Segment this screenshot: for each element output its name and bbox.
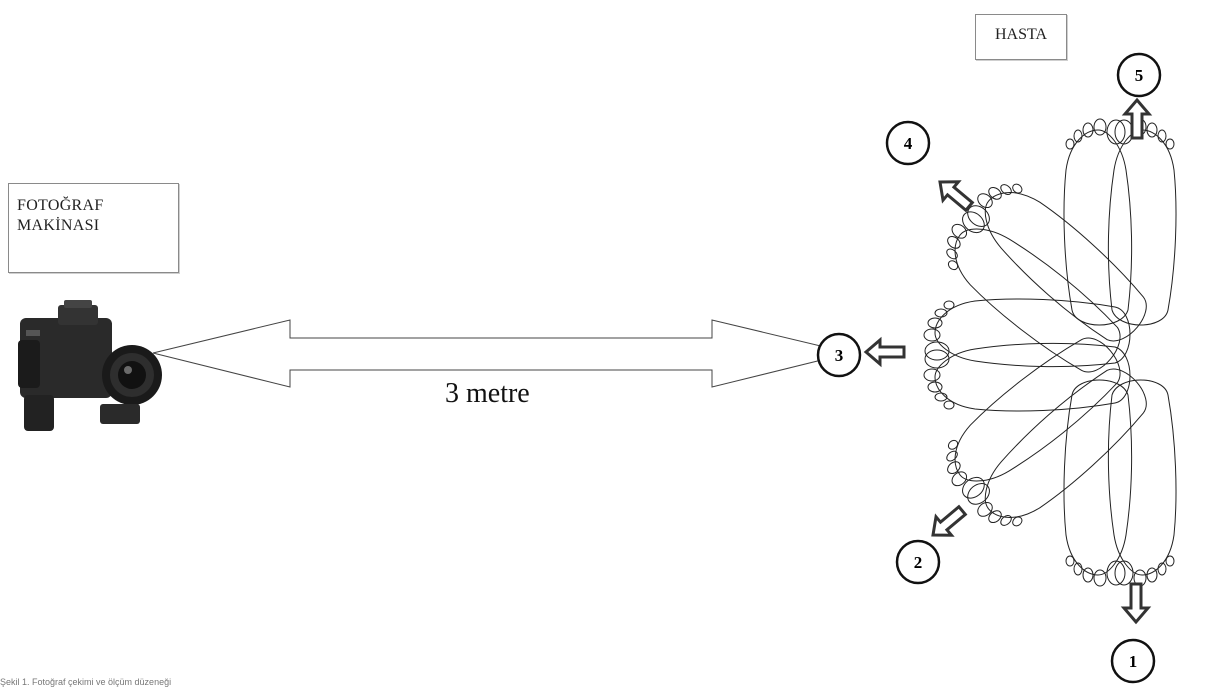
direction-arrow-4 — [930, 171, 979, 218]
camera-label-line2: MAKİNASI — [17, 217, 100, 234]
camera-label-line1: FOTOĞRAF — [17, 197, 104, 214]
patient-label-box: HASTA — [975, 14, 1067, 60]
position-marker-2: 2 — [895, 539, 941, 585]
direction-arrow-2 — [923, 499, 972, 546]
position-marker-1: 1 — [1110, 638, 1156, 684]
svg-text:3: 3 — [835, 346, 844, 365]
direction-arrow-5 — [1123, 98, 1151, 140]
figure-caption: Şekil 1. Fotoğraf çekimi ve ölçüm düzene… — [0, 677, 172, 687]
svg-text:4: 4 — [904, 134, 913, 153]
patient-label: HASTA — [994, 26, 1048, 43]
svg-text:5: 5 — [1135, 66, 1144, 85]
direction-arrow-1 — [1122, 582, 1150, 624]
distance-label: 3 metre — [445, 378, 530, 409]
position-marker-3: 3 — [816, 332, 862, 378]
camera-label-box: FOTOĞRAF MAKİNASI — [8, 183, 179, 273]
distance-arrow — [152, 319, 851, 388]
position-marker-4: 4 — [885, 120, 931, 166]
svg-text:1: 1 — [1129, 652, 1138, 671]
svg-text:2: 2 — [914, 553, 923, 572]
direction-arrow-3 — [864, 338, 906, 366]
camera-icon — [18, 300, 162, 431]
position-marker-5: 5 — [1116, 52, 1162, 98]
